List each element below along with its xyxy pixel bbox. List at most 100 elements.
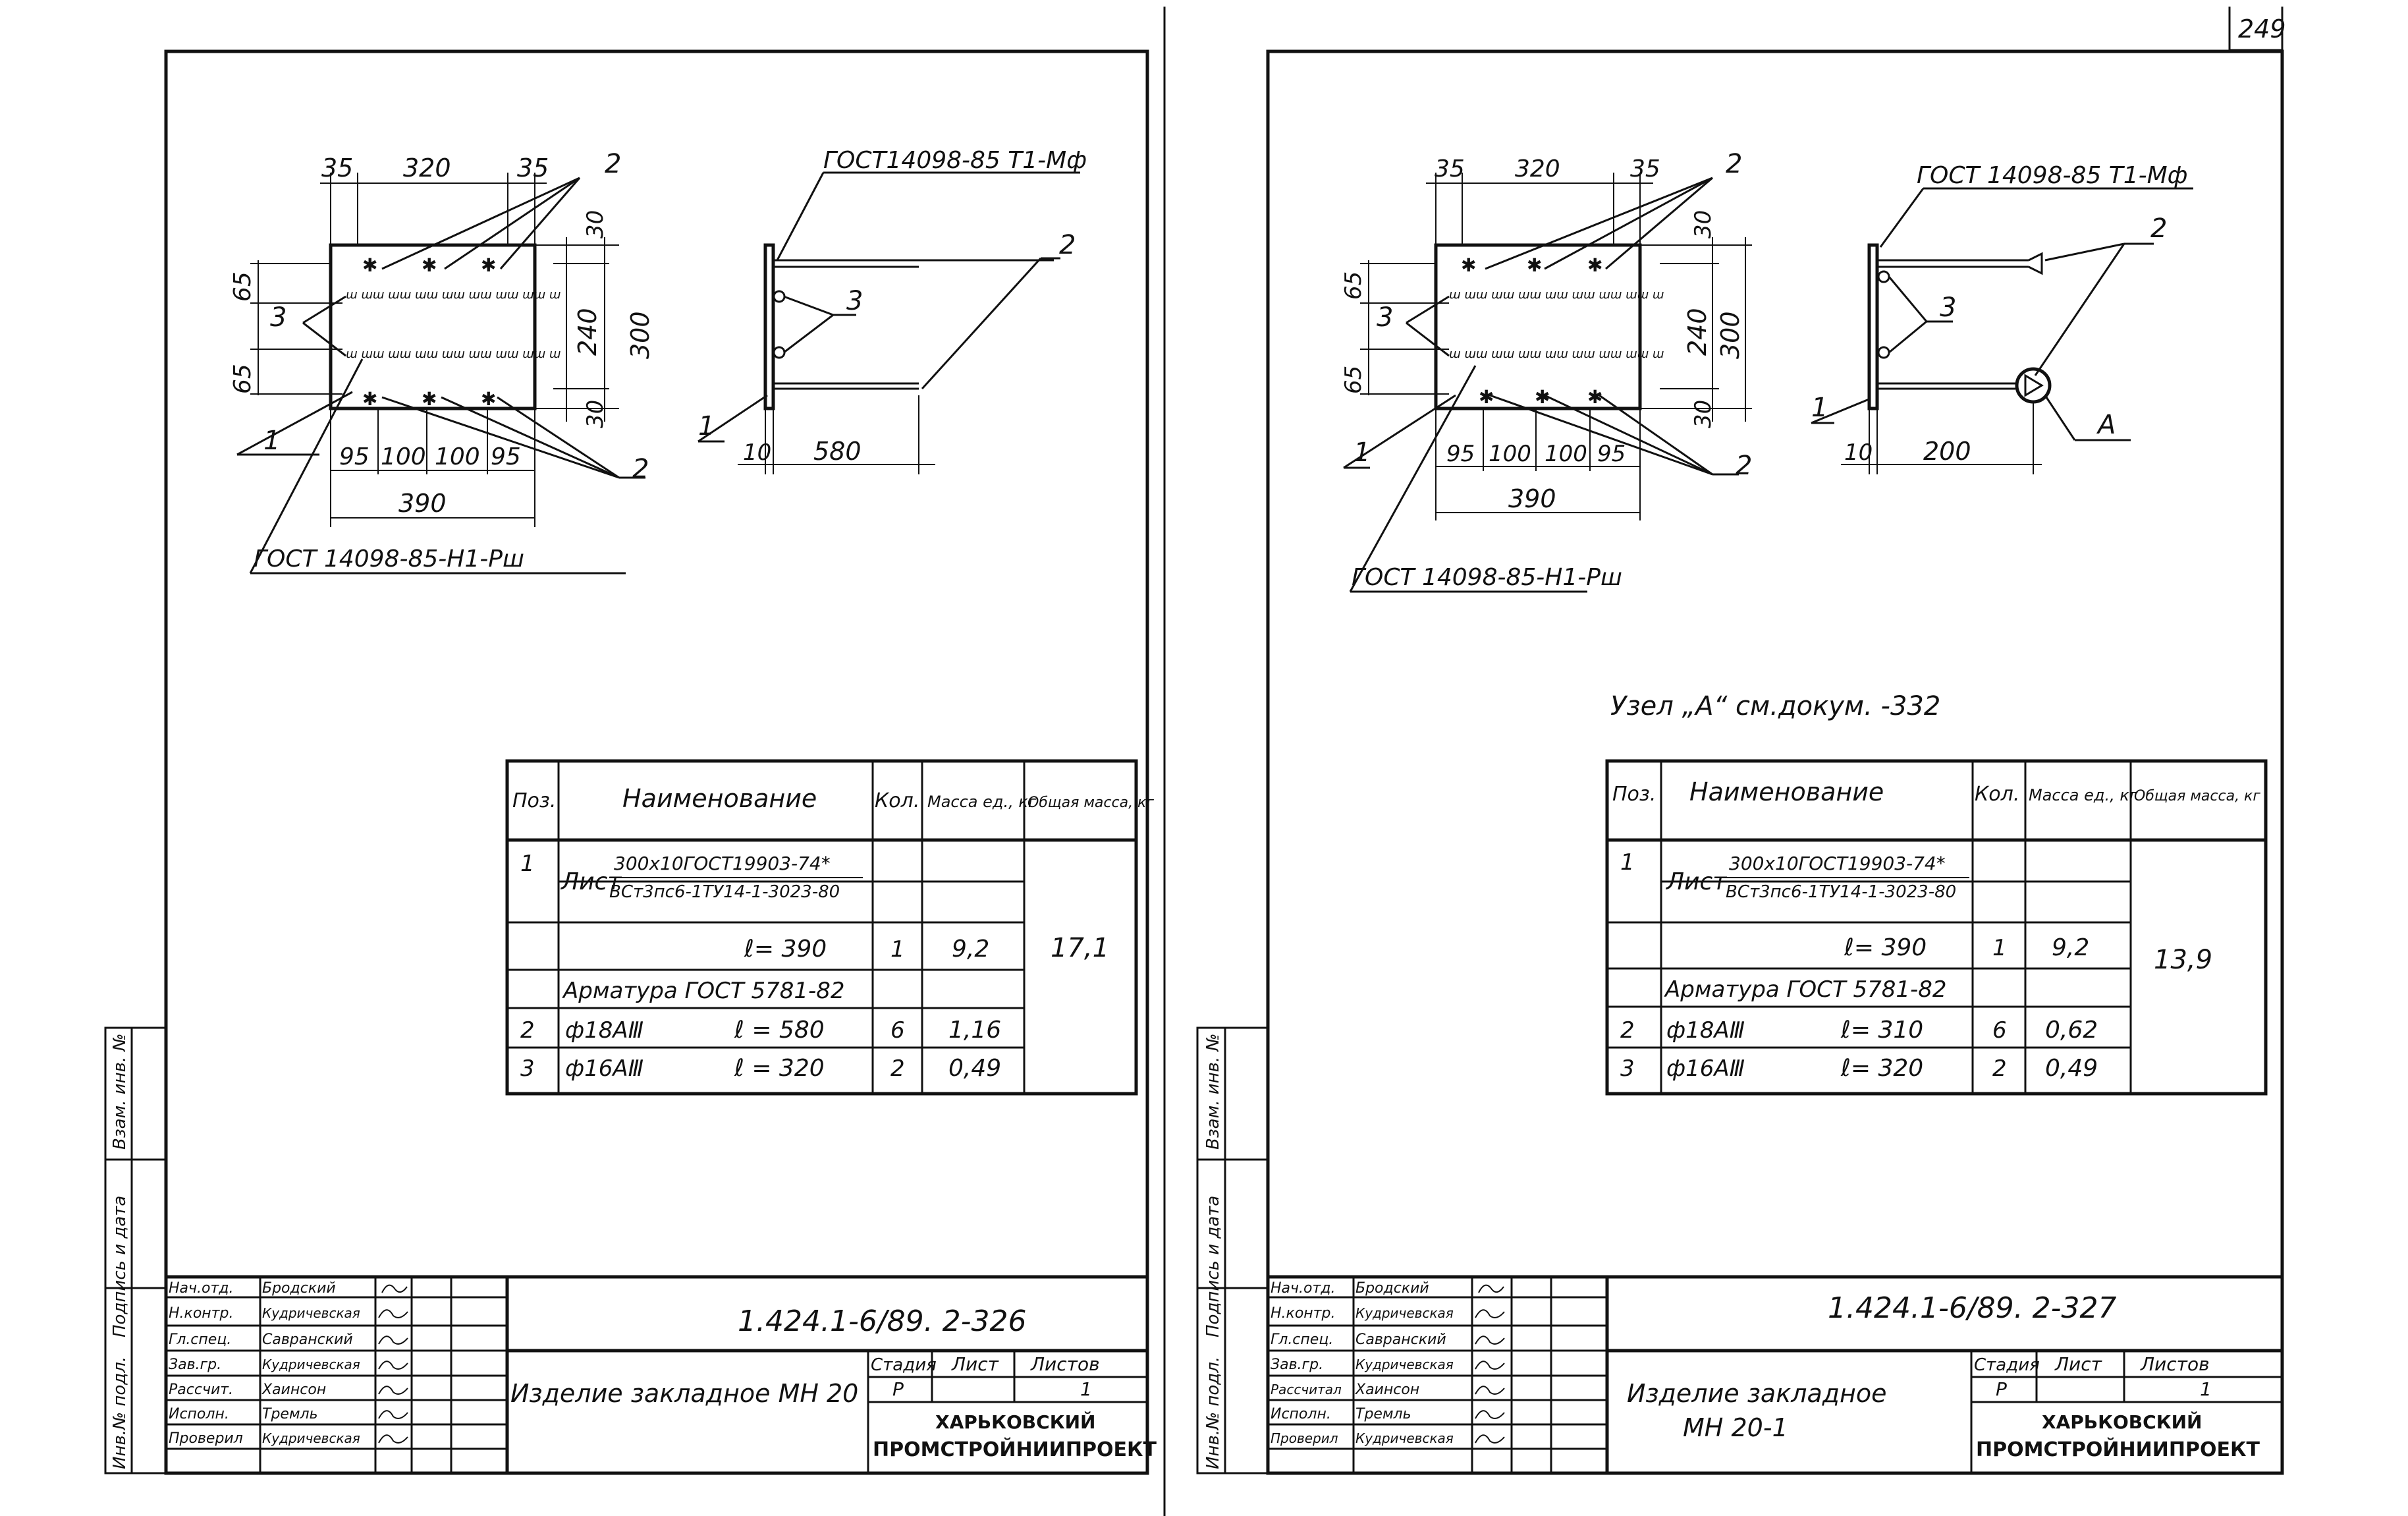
role-5: Рассчит.: [169, 1382, 233, 1398]
org-line-2: ПРОМСТРОЙНИИПРОЕКТ: [873, 1438, 1157, 1461]
svg-text:✱: ✱: [422, 388, 437, 410]
dim-bottom-1: 95: [339, 443, 369, 470]
side-stamp-inv: Инв.№ подл.: [110, 1357, 130, 1469]
svg-text:ɯ ɯɯ ɯɯ ɯɯ ɯɯ ɯɯ ɯɯ ɯɯ ɯ: ɯ ɯɯ ɯɯ ɯɯ ɯɯ ɯɯ ɯɯ ɯɯ ɯ: [1449, 347, 1664, 361]
r5-qty: 2: [890, 1055, 905, 1082]
role-4: Зав.гр.: [1271, 1357, 1323, 1373]
r5-length: ℓ = 320: [734, 1055, 825, 1082]
signatures: [1475, 1284, 1505, 1444]
stage-value: Р: [892, 1378, 904, 1400]
r5-pos: 3: [1620, 1055, 1635, 1082]
name-7: Кудричевская: [1355, 1430, 1454, 1446]
r5-mass: 0,49: [2045, 1055, 2098, 1082]
stamp-rows: [166, 1296, 507, 1450]
r5-mass: 0,49: [948, 1055, 1001, 1082]
r1-pos: 1: [1620, 849, 1635, 876]
side-stamp-replace: Взам. инв. №: [1203, 1033, 1223, 1150]
weld-marks: ✱ ✱ ✱ ✱ ✱ ✱ ɯ ɯɯ ɯɯ ɯɯ ɯɯ ɯɯ ɯɯ ɯɯ ɯ ɯ ɯ…: [346, 254, 561, 410]
role-5: Рассчитал: [1271, 1382, 1342, 1397]
r2-qty: 1: [1992, 935, 2007, 961]
svg-text:✱: ✱: [1587, 386, 1602, 408]
stamp-rows: [1268, 1296, 1607, 1450]
plate-outline: [1434, 243, 1642, 410]
name-4: Кудричевская: [262, 1357, 360, 1372]
title-block: Нач.отд. Н.контр. Гл.спец. Зав.гр. Рассч…: [164, 1275, 1157, 1475]
r2-length: ℓ= 390: [744, 936, 827, 963]
name-4: Кудричевская: [1355, 1357, 1454, 1372]
dim-side-length: 580: [813, 437, 862, 466]
name-5: Хаинсон: [261, 1382, 326, 1398]
side-stamp-inv: Инв.№ подл.: [1203, 1357, 1223, 1469]
dim-right-inner: 240: [1683, 308, 1712, 356]
leader-label-1: 1: [1354, 437, 1370, 468]
side-stamp-replace: Взам. инв. №: [110, 1033, 130, 1150]
r4-length: ℓ= 310: [1840, 1017, 1923, 1044]
dim-bottom-4: 95: [1597, 441, 1626, 467]
svg-text:ɯ ɯɯ ɯɯ ɯɯ ɯɯ ɯɯ ɯɯ ɯɯ ɯ: ɯ ɯɯ ɯɯ ɯɯ ɯɯ ɯɯ ɯɯ ɯɯ ɯ: [1449, 288, 1664, 302]
side-stamp: Инв.№ подл. Подпись и дата Взам. инв. №: [104, 1026, 167, 1474]
r1-name: Лист: [1665, 868, 1727, 895]
r5-name: ф16АⅢ: [565, 1055, 643, 1082]
side-label-a: А: [2096, 410, 2116, 440]
dim-right-bottom: 30: [1690, 400, 1716, 428]
role-6: Исполн.: [169, 1406, 229, 1422]
r1-spec-bottom: ВСт3пс6-1ТУ14-1-3023-80: [609, 882, 840, 902]
name-1: Бродский: [262, 1280, 336, 1297]
r5-length: ℓ= 320: [1840, 1055, 1923, 1082]
r1-spec-bottom: ВСт3пс6-1ТУ14-1-3023-80: [1726, 882, 1956, 902]
role-1: Нач.отд.: [169, 1280, 234, 1297]
node-a-circle: [2015, 367, 2052, 404]
role-7: Проверил: [169, 1430, 243, 1447]
dim-bottom-3: 100: [1545, 441, 1587, 467]
dim-right-top: 30: [1690, 210, 1716, 239]
r4-qty: 6: [890, 1017, 905, 1044]
role-7: Проверил: [1271, 1430, 1338, 1446]
plate-plan-view: ✱ ✱ ✱ ✱ ✱ ✱ ɯ ɯɯ ɯɯ ɯɯ ɯɯ ɯɯ ɯɯ ɯɯ ɯ ɯ ɯ…: [1340, 149, 1752, 593]
r2-total: 17,1: [1051, 933, 1109, 963]
r2-length: ℓ= 390: [1844, 934, 1927, 961]
r5-name: ф16АⅢ: [1666, 1055, 1745, 1082]
r3-name: Арматура ГОСТ 5781-82: [562, 978, 845, 1004]
side-label-1: 1: [1811, 393, 1828, 423]
doc-title-line-1: Изделие закладное: [1627, 1379, 1887, 1408]
doc-title-line-2: МН 20-1: [1683, 1413, 1788, 1442]
r1-spec-top: 300x10ГОСТ19903-74*: [1729, 853, 1946, 874]
doc-code: 1.424.1-6/89. 2-327: [1828, 1291, 2116, 1325]
sheets-count: 1: [2200, 1378, 2212, 1400]
role-3: Гл.спец.: [169, 1332, 231, 1348]
doc-code: 1.424.1-6/89. 2-326: [738, 1305, 1026, 1338]
note-gost-bar: ГОСТ 14098-85 Т1-Мф: [1917, 162, 2187, 189]
svg-text:✱: ✱: [1479, 386, 1494, 408]
dim-top-right: 35: [1630, 155, 1660, 182]
leader-label-3: 3: [1377, 302, 1393, 333]
plate-side-view: ГОСТ 14098-85 Т1-Мф 2 3 1 А 10 200: [1811, 162, 2193, 474]
svg-text:✱: ✱: [481, 254, 496, 276]
side-label-2: 2: [2150, 213, 2167, 244]
dim-top-mid: 320: [1515, 155, 1560, 182]
name-2: Кудричевская: [262, 1305, 360, 1321]
sheet-label: Лист: [951, 1353, 999, 1375]
leader-label-2-top: 2: [1726, 149, 1742, 179]
th-total-mass: Общая масса, кг: [1027, 795, 1154, 811]
page-number-box: [2228, 7, 2284, 51]
dim-left-bottom: 65: [1340, 366, 1367, 394]
plate-side-view: ГОСТ14098-85 Т1-Мф 2 3 1 10 580: [698, 147, 1087, 474]
r2-mass: 9,2: [952, 936, 989, 963]
side-plate: [1867, 243, 1879, 410]
side-label-1: 1: [698, 411, 715, 441]
side-stamp: Инв.№ подл. Подпись и дата Взам. инв. №: [1196, 1026, 1269, 1474]
r1-spec-top: 300x10ГОСТ19903-74*: [614, 853, 831, 874]
role-2: Н.контр.: [169, 1305, 233, 1322]
dim-bottom-2: 100: [381, 443, 426, 470]
th-unit-mass: Масса ед., кг: [927, 793, 1037, 811]
role-3: Гл.спец.: [1271, 1332, 1333, 1348]
dim-right-inner: 240: [573, 308, 602, 356]
svg-text:ɯ ɯɯ ɯɯ ɯɯ ɯɯ ɯɯ ɯɯ ɯɯ ɯ: ɯ ɯɯ ɯɯ ɯɯ ɯɯ ɯɯ ɯɯ ɯɯ ɯ: [346, 347, 561, 361]
svg-text:✱: ✱: [362, 388, 377, 410]
r1-pos: 1: [520, 851, 535, 877]
r4-pos: 2: [520, 1017, 535, 1044]
dim-left-top: 65: [1340, 271, 1367, 300]
note-gost-plate: ГОСТ 14098-85-Н1-Рш: [1352, 564, 1622, 591]
dim-top-mid: 320: [403, 154, 451, 182]
leader-label-2-bottom: 2: [1736, 451, 1752, 481]
